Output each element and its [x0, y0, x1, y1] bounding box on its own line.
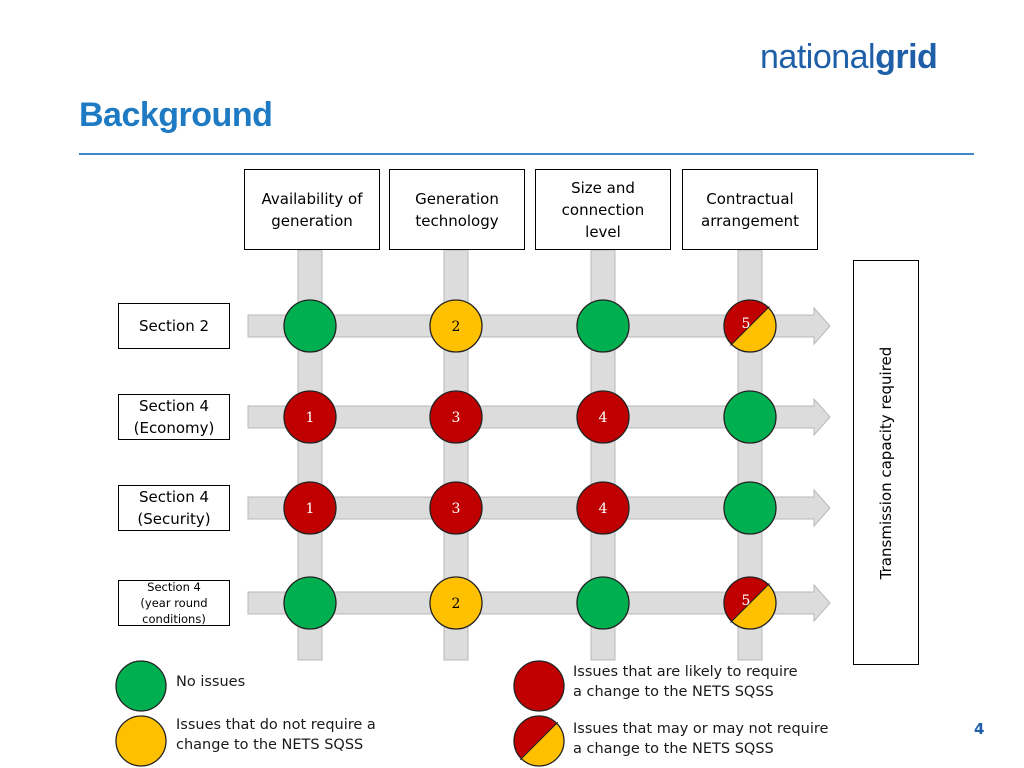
legend-icon-split — [513, 715, 565, 767]
legend-icons — [115, 660, 565, 767]
row-arrow-4 — [247, 583, 831, 623]
cell-r3-c3-number: 4 — [599, 501, 608, 517]
row-arrow-2 — [247, 397, 831, 437]
cell-r4-c4: 5 — [723, 576, 777, 630]
title-divider — [79, 153, 974, 155]
row-header-section-2: Section 2 — [118, 303, 230, 349]
legend-text-yellow: Issues that do not require a change to t… — [176, 717, 376, 753]
column-header-contractual: Contractual arrangement — [682, 169, 818, 250]
page-title: Background — [79, 96, 273, 134]
cell-r3-c3: 4 — [576, 481, 630, 535]
cell-r3-c4 — [723, 481, 777, 535]
cell-r2-c3: 4 — [576, 390, 630, 444]
cell-r1-c1 — [283, 299, 337, 353]
cell-r1-c4-number: 5 — [742, 316, 751, 332]
row-header-section-4-security: Section 4 (Security) — [118, 485, 230, 531]
cell-r1-c4: 5 — [723, 299, 777, 353]
row-header-section-4-economy: Section 4 (Economy) — [118, 394, 230, 440]
column-header-technology: Generation technology — [389, 169, 525, 250]
cell-r2-c4 — [723, 390, 777, 444]
logo-text-prefix: national — [760, 38, 876, 76]
row-arrow-3 — [247, 488, 831, 528]
cell-r4-c1 — [283, 576, 337, 630]
cell-r2-c2-number: 3 — [452, 410, 461, 426]
row-header-section-4-year-round: Section 4 (year round conditions) — [118, 580, 230, 626]
legend-icon-yellow — [115, 715, 167, 767]
transmission-capacity-box: Transmission capacity required — [853, 260, 919, 665]
transmission-capacity-label: Transmission capacity required — [877, 346, 895, 579]
cell-r4-c2: 2 — [429, 576, 483, 630]
logo-text-bold: grid — [875, 38, 938, 76]
national-grid-logo: nationalgrid — [760, 38, 938, 77]
cell-r3-c2-number: 3 — [452, 501, 461, 517]
legend-icon-green — [115, 660, 167, 712]
page-number: 4 — [974, 720, 985, 738]
legend-text-red: Issues that are likely to require a chan… — [573, 664, 798, 700]
legend-text-green: No issues — [176, 674, 246, 690]
cell-r2-c1: 1 — [283, 390, 337, 444]
cell-r3-c1-number: 1 — [306, 501, 315, 517]
cell-r2-c1-number: 1 — [306, 410, 315, 426]
cell-r1-c2: 2 — [429, 299, 483, 353]
cell-r4-c3 — [576, 576, 630, 630]
cell-r2-c2: 3 — [429, 390, 483, 444]
cell-r4-c4-number: 5 — [742, 593, 751, 609]
legend-text-split: Issues that may or may not require a cha… — [573, 721, 829, 757]
cell-r3-c1: 1 — [283, 481, 337, 535]
legend-icon-red — [513, 660, 565, 712]
column-header-availability: Availability of generation — [244, 169, 380, 250]
cell-r1-c3 — [576, 299, 630, 353]
cell-r4-c2-number: 2 — [452, 596, 461, 612]
column-header-size: Size and connection level — [535, 169, 671, 250]
cell-r3-c2: 3 — [429, 481, 483, 535]
cell-r1-c2-number: 2 — [452, 319, 461, 335]
row-arrow-1 — [247, 306, 831, 346]
cell-r2-c3-number: 4 — [599, 410, 608, 426]
